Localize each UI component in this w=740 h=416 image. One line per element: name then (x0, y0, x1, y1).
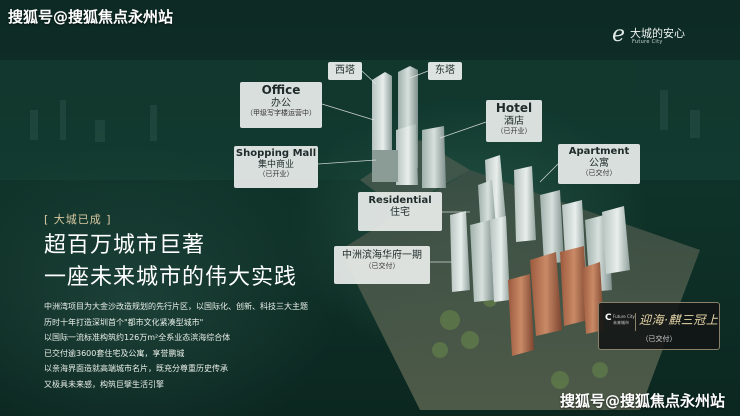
description: 中洲湾项目为大金沙改造规划的先行片区，以国际化、创新、科技三大主题 历时十年打造… (44, 299, 374, 392)
office-en: Office (261, 83, 301, 97)
shopping-cn: 集中商业 (257, 159, 294, 170)
watermark-top: 搜狐号@搜狐焦点永州站 (8, 8, 174, 26)
residential-en: Residential (368, 195, 432, 206)
project-status: （已交付） (641, 335, 677, 343)
logo-slogan: 大城的安心 (630, 27, 685, 40)
watermark-bottom: 搜狐号@搜狐焦点永州站 (560, 392, 726, 410)
callout-apartment: Apartment 公寓 （已交付） (558, 144, 640, 184)
apartment-status: （已交付） (581, 169, 617, 177)
future-city-label-cn: 未来城市 (613, 320, 629, 325)
callout-hotel: Hotel 酒店 （已开业） (486, 100, 542, 142)
logo-english: Future City (632, 39, 663, 45)
section-badge: [ 大城已成 ] (44, 213, 112, 226)
west-tower-label: 西塔 (335, 65, 355, 76)
phase1-cn: 中洲滨海华府一期 (342, 250, 422, 261)
residential-cn: 住宅 (390, 206, 410, 218)
description-line: 以亲海界面造就高端城市名片，既充分尊重历史传承 (44, 364, 228, 373)
future-city-label: Future City (613, 314, 635, 319)
brand-logo: e 大城的安心 Future City (612, 22, 722, 50)
shopping-en: Shopping Mall (235, 148, 317, 159)
headline-line-1: 超百万城市巨著 (44, 233, 206, 258)
east-tower-label: 东塔 (435, 65, 455, 76)
description-line: 已交付逾3600套住宅及公寓，享誉鹏城 (44, 348, 185, 358)
description-line: 历时十年打造深圳首个"都市文化紧凑型城市" (44, 317, 204, 327)
callout-residential: Residential 住宅 (358, 192, 442, 231)
future-city-logo-mark: C (605, 313, 612, 323)
description-line: 以国际一流标准构筑约126万m²全系业态滨海综合体 (44, 333, 231, 342)
callout-west-tower: 西塔 (328, 62, 362, 80)
project-brand: 迎海·麒三冠上 (639, 313, 719, 327)
description-line: 中洲湾项目为大金沙改造规划的先行片区，以国际化、创新、科技三大主题 (44, 302, 308, 311)
phase1-status: （已交付） (364, 261, 400, 270)
callout-shopping-mall: Shopping Mall 集中商业 （已开业） (234, 146, 318, 188)
callout-phase1: 中洲滨海华府一期 （已交付） (334, 246, 430, 284)
residential-towers (450, 155, 630, 302)
hotel-cn: 酒店 (504, 115, 524, 127)
office-cn: 办公 (271, 97, 291, 109)
description-line: 又极具未来感，构筑巨擘生活引擎 (44, 379, 164, 389)
callout-office: Office 办公 （甲级写字楼运营中） (240, 82, 322, 128)
intro-block: [ 大城已成 ] 超百万城市巨著 一座未来城市的伟大实践 中洲湾项目为大金沙改造… (44, 208, 374, 392)
apartment-en: Apartment (568, 146, 630, 157)
mid-towers (372, 124, 446, 188)
headline-line-2: 一座未来城市的伟大实践 (44, 265, 298, 290)
project-card: C Future City 未来城市 迎海·麒三冠上 （已交付） (598, 302, 720, 350)
hotel-en: Hotel (495, 101, 533, 115)
callout-east-tower: 东塔 (428, 62, 462, 80)
future-city-logo: C Future City 未来城市 (605, 313, 636, 331)
logo-mark: e (612, 22, 626, 47)
shopping-status: （已开业） (258, 169, 294, 178)
apartment-cn: 公寓 (589, 157, 609, 169)
office-status: （甲级写字楼运营中） (246, 109, 316, 118)
hotel-status: （已开业） (496, 127, 532, 136)
